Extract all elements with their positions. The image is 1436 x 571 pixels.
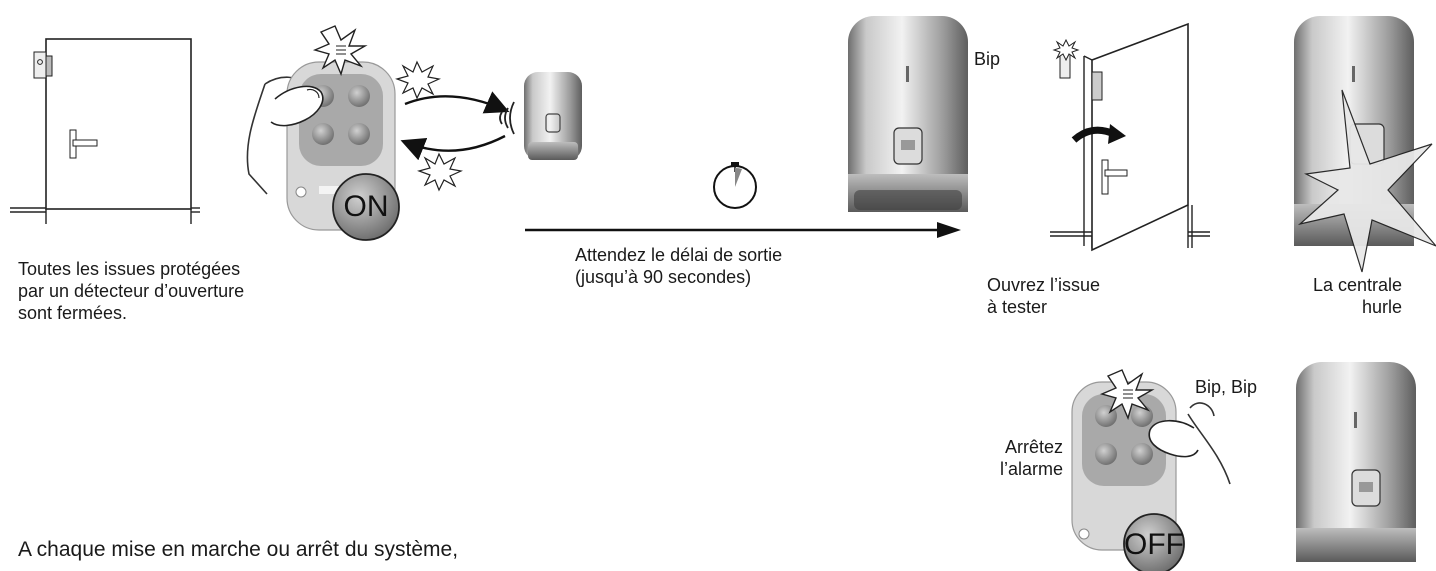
siren-top-sound: Bip	[974, 49, 1001, 69]
alarm-caption-line2: hurle	[1361, 297, 1402, 317]
siren-panel-top	[848, 16, 968, 212]
stop-sound: Bip, Bip	[1195, 377, 1258, 397]
wait-caption-line2: (jusqu’à 90 secondes)	[575, 267, 752, 287]
small-siren-illustration	[499, 72, 582, 160]
step1-caption: Toutes les issues protégées par un détec…	[18, 258, 338, 324]
on-badge-label: ON	[343, 190, 389, 223]
alarm-caption-line1: La centrale	[1312, 275, 1402, 295]
footer-text: A chaque mise en marche ou arrêt du syst…	[18, 538, 459, 561]
stop-caption-line1: Arrêtez	[1004, 437, 1063, 457]
stop-caption: Arrêtez l’alarme	[968, 436, 1063, 480]
timer-icon	[713, 162, 757, 209]
open-door-caption-line1: Ouvrez l’issue	[987, 275, 1101, 295]
closed-door-illustration	[10, 38, 200, 224]
open-door-caption: Ouvrez l’issue à tester	[987, 274, 1187, 318]
exit-delay-arrow	[525, 222, 961, 238]
open-door-illustration	[1050, 22, 1210, 252]
siren-panel-bottom	[1296, 362, 1416, 562]
wait-caption: Attendez le délai de sortie (jusqu’à 90 …	[575, 244, 895, 288]
alarm-caption: La centrale hurle	[1262, 274, 1402, 318]
open-door-caption-line2: à tester	[987, 297, 1048, 317]
signal-exchange-arrows	[395, 60, 510, 192]
step1-caption-line: sont fermées.	[18, 303, 128, 323]
step1-caption-line: par un détecteur d’ouverture	[18, 281, 245, 301]
remote-in-hand-illustration	[246, 25, 400, 241]
wait-caption-line1: Attendez le délai de sortie	[575, 245, 783, 265]
remote-off-in-hand-illustration	[1071, 369, 1231, 571]
siren-alarm-illustration	[1294, 16, 1436, 273]
stop-caption-line2: l’alarme	[999, 459, 1063, 479]
step1-caption-line: Toutes les issues protégées	[18, 259, 241, 279]
off-badge-label: OFF	[1124, 528, 1184, 561]
